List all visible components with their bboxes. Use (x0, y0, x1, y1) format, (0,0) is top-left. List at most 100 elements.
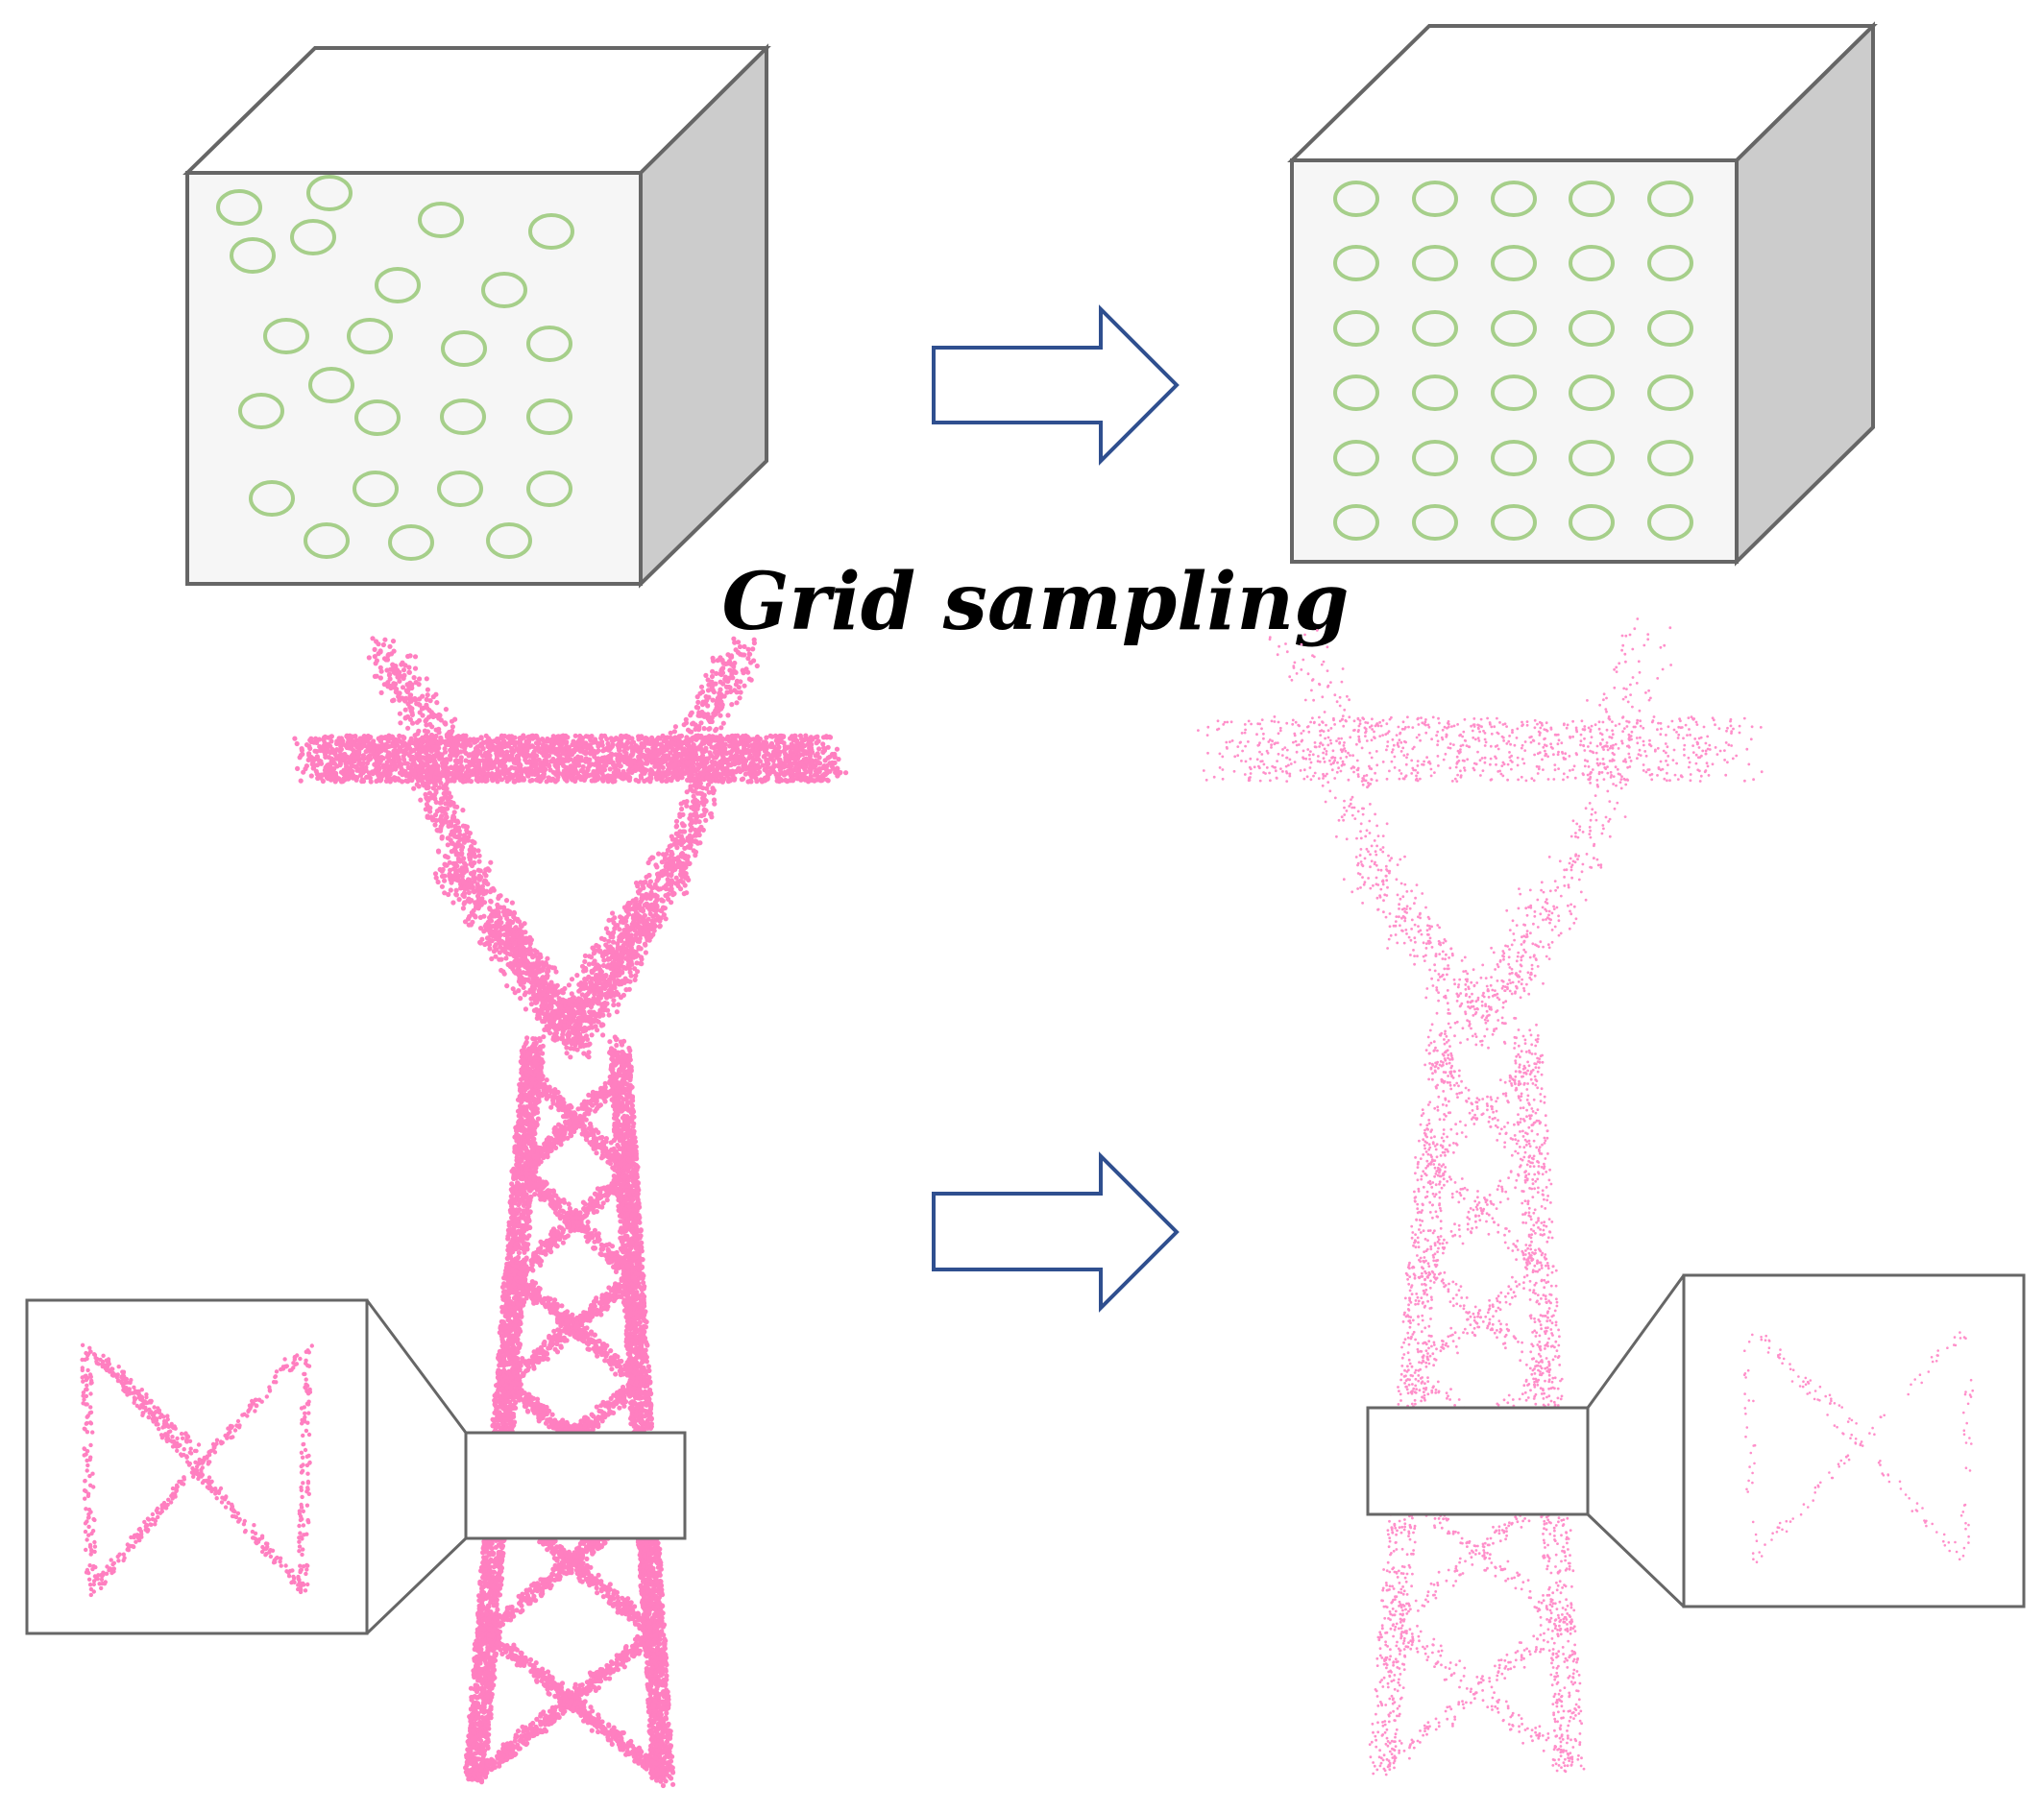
point-cloud-dot (428, 748, 434, 754)
point-cloud-dot (431, 778, 437, 784)
point-cloud-dot (299, 746, 304, 752)
point-cloud-dot (501, 971, 507, 977)
point-cloud-dot (387, 771, 393, 777)
point-cloud-dot (511, 748, 517, 754)
point-cloud-dot (454, 804, 460, 810)
point-cloud-dot (425, 687, 430, 692)
point-cloud-dot (812, 778, 817, 784)
point-cloud-dot (349, 740, 354, 746)
point-cloud-dot (626, 769, 632, 776)
point-cloud-dot (797, 741, 804, 747)
point-cloud-dot (466, 753, 472, 759)
point-cloud-dot (328, 743, 333, 749)
point-cloud-dot (447, 741, 452, 748)
point-cloud-dot (429, 733, 435, 738)
point-cloud-dot (433, 799, 439, 806)
point-cloud-dot (612, 926, 618, 931)
point-cloud-dot (448, 877, 453, 882)
point-cloud-dot (718, 657, 723, 663)
point-cloud-dot (472, 847, 477, 853)
point-cloud-dot (738, 679, 743, 685)
point-cloud-dot (734, 700, 740, 706)
point-cloud-dot (816, 761, 823, 766)
point-cloud-dot (623, 735, 629, 740)
point-cloud-dot (673, 752, 679, 759)
point-cloud-dot (680, 811, 686, 818)
point-cloud-dot (349, 761, 354, 767)
dense-tower-point-cloud (292, 636, 849, 1789)
point-cloud-dot (679, 851, 686, 858)
point-cloud-dot (374, 673, 379, 679)
point-cloud-dot (747, 778, 753, 784)
point-cloud-dot (704, 775, 710, 781)
point-cloud-dot (553, 771, 559, 778)
point-cloud-dot (731, 636, 737, 641)
point-cloud-dot (597, 968, 603, 974)
point-cloud-dot (645, 894, 650, 900)
point-cloud-dot (652, 882, 658, 887)
point-cloud-dot (437, 713, 443, 718)
point-cloud-dot (596, 741, 601, 747)
point-cloud-dot (706, 726, 712, 732)
point-cloud-dot (663, 893, 669, 899)
point-cloud-dot (537, 775, 543, 781)
point-cloud-dot (582, 958, 588, 965)
point-cloud-dot (835, 765, 840, 771)
point-cloud-dot (652, 750, 658, 756)
point-cloud-dot (521, 743, 526, 749)
point-cloud-dot (746, 737, 752, 744)
point-cloud-dot (539, 750, 545, 756)
point-cloud-dot (498, 944, 503, 950)
point-cloud-dot (701, 812, 707, 818)
point-cloud-dot (472, 913, 477, 919)
point-cloud-dot (776, 734, 782, 739)
point-cloud-dot (443, 761, 449, 767)
point-cloud-dot (709, 744, 715, 750)
point-cloud-dot (445, 806, 450, 811)
point-cloud-dot (693, 726, 698, 733)
point-cloud-dot (820, 735, 827, 740)
point-cloud-dot (619, 756, 625, 762)
point-cloud-dot (523, 754, 528, 761)
point-cloud-dot (424, 780, 430, 786)
point-cloud-dot (673, 823, 680, 829)
point-cloud-dot (659, 771, 666, 777)
sample-point-icon (1569, 245, 1615, 281)
point-cloud-dot (690, 838, 695, 844)
point-cloud-dot (450, 900, 456, 906)
point-cloud-dot (513, 740, 519, 746)
point-cloud-dot (592, 958, 597, 964)
point-cloud-dot (382, 772, 388, 778)
point-cloud-dot (403, 772, 409, 779)
point-cloud-dot (777, 767, 784, 773)
point-cloud-dot (398, 738, 403, 744)
point-cloud-dot (488, 899, 494, 905)
point-cloud-dot (518, 996, 523, 1002)
point-cloud-dot (782, 746, 788, 752)
point-cloud-dot (752, 750, 758, 757)
point-cloud-dot (445, 842, 450, 848)
point-cloud-dot (682, 882, 688, 888)
point-cloud-dot (739, 736, 744, 741)
point-cloud-dot (743, 750, 749, 756)
point-cloud-dot (548, 741, 555, 747)
sample-point-icon (1412, 504, 1458, 541)
point-cloud-dot (397, 711, 402, 716)
point-cloud-dot (680, 836, 686, 843)
point-cloud-dot (699, 800, 705, 806)
point-cloud-dot (402, 707, 408, 713)
point-cloud-dot (374, 658, 379, 664)
point-cloud-dot (347, 768, 353, 775)
point-cloud-dot (718, 725, 724, 731)
point-cloud-dot (749, 742, 755, 748)
point-cloud-dot (400, 768, 405, 774)
point-cloud-dot (709, 673, 716, 680)
point-cloud-dot (719, 779, 726, 785)
point-cloud-dot (798, 760, 805, 765)
point-cloud-dot (474, 774, 480, 780)
point-cloud-dot (755, 756, 762, 762)
point-cloud-dot (748, 660, 754, 665)
point-cloud-dot (487, 946, 493, 952)
point-cloud-dot (363, 749, 369, 755)
point-cloud-dot (520, 775, 525, 782)
